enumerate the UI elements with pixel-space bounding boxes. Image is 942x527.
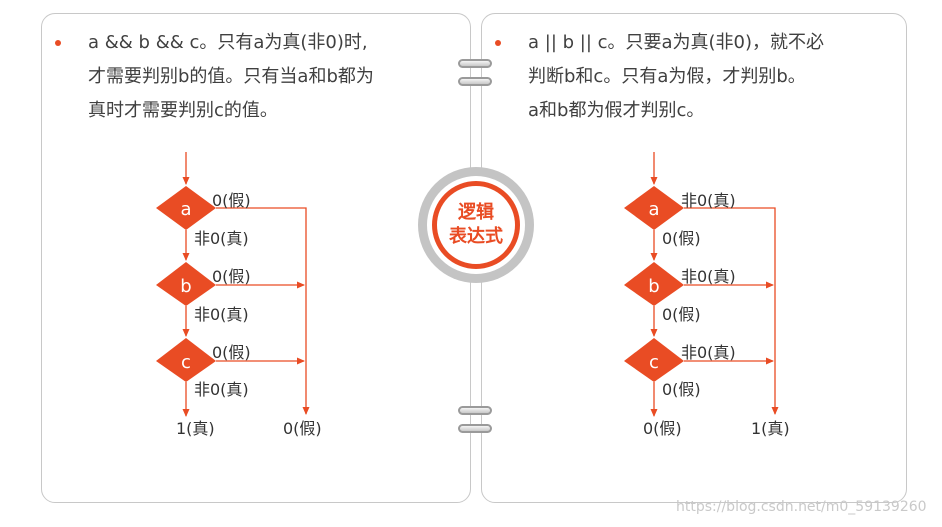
center-badge-line-2: 表达式	[449, 226, 503, 247]
right-flowchart	[650, 152, 779, 417]
left-bullet	[55, 40, 61, 46]
left-line-3: 真时才需要判别c的值。	[88, 100, 278, 121]
right-node-c	[624, 338, 684, 382]
right-node-a-label: a	[648, 199, 659, 220]
right-line-2: 判断b和c。只有a为假，才判别b。	[528, 66, 806, 87]
right-node-c-label: c	[649, 352, 659, 373]
binder-ring-icon	[458, 59, 492, 68]
left-b-down-label: 非0(真)	[194, 305, 249, 324]
right-node-b	[624, 262, 684, 306]
left-node-a-label: a	[180, 199, 191, 220]
watermark: https://blog.csdn.net/m0_59139260	[676, 499, 927, 515]
left-node-b-label: b	[180, 276, 191, 297]
center-badge-core: 逻辑 表达式	[432, 181, 520, 269]
left-node-c-label: c	[181, 352, 191, 373]
left-card	[41, 13, 471, 503]
right-node-a	[624, 186, 684, 230]
right-description: a || b || c。只要a为真(非0)，就不必 判断b和c。只有a为假，才判…	[528, 26, 824, 128]
right-card	[481, 13, 907, 503]
left-c-side-label: 0(假)	[212, 343, 251, 362]
center-badge-line-1: 逻辑	[458, 202, 494, 223]
left-node-c	[156, 338, 216, 382]
right-a-down-label: 0(假)	[662, 229, 701, 248]
left-node-a	[156, 186, 216, 230]
left-line-2: 才需要判别b的值。只有当a和b都为	[88, 66, 374, 87]
right-c-side-label: 非0(真)	[681, 343, 736, 362]
left-flowchart	[182, 152, 310, 417]
left-bottom-side-label: 0(假)	[283, 419, 322, 438]
right-line-3: a和b都为假才判别c。	[528, 100, 705, 121]
center-badge-inner: 逻辑 表达式	[427, 176, 525, 274]
right-bottom-side-label: 1(真)	[751, 419, 790, 438]
right-b-side-label: 非0(真)	[681, 267, 736, 286]
left-a-side-label: 0(假)	[212, 191, 251, 210]
right-node-b-label: b	[648, 276, 659, 297]
left-bottom-main-label: 1(真)	[176, 419, 215, 438]
left-side-line	[216, 207, 310, 415]
right-line-1: a || b || c。只要a为真(非0)，就不必	[528, 32, 825, 53]
binder-ring-icon	[458, 406, 492, 415]
right-b-down-label: 0(假)	[662, 305, 701, 324]
right-side-line	[684, 207, 779, 415]
left-a-down-label: 非0(真)	[194, 229, 249, 248]
center-badge: 逻辑 表达式	[418, 167, 534, 283]
left-c-down-label: 非0(真)	[194, 380, 249, 399]
left-b-side-label: 0(假)	[212, 267, 251, 286]
left-node-b	[156, 262, 216, 306]
binder-ring-icon	[458, 77, 492, 86]
right-bottom-main-label: 0(假)	[643, 419, 682, 438]
left-description: a && b && c。只有a为真(非0)时, 才需要判别b的值。只有当a和b都…	[88, 26, 374, 128]
right-bullet	[495, 40, 501, 46]
right-c-down-label: 0(假)	[662, 380, 701, 399]
binder-ring-icon	[458, 424, 492, 433]
right-a-side-label: 非0(真)	[681, 191, 736, 210]
left-line-1: a && b && c。只有a为真(非0)时,	[88, 32, 368, 53]
